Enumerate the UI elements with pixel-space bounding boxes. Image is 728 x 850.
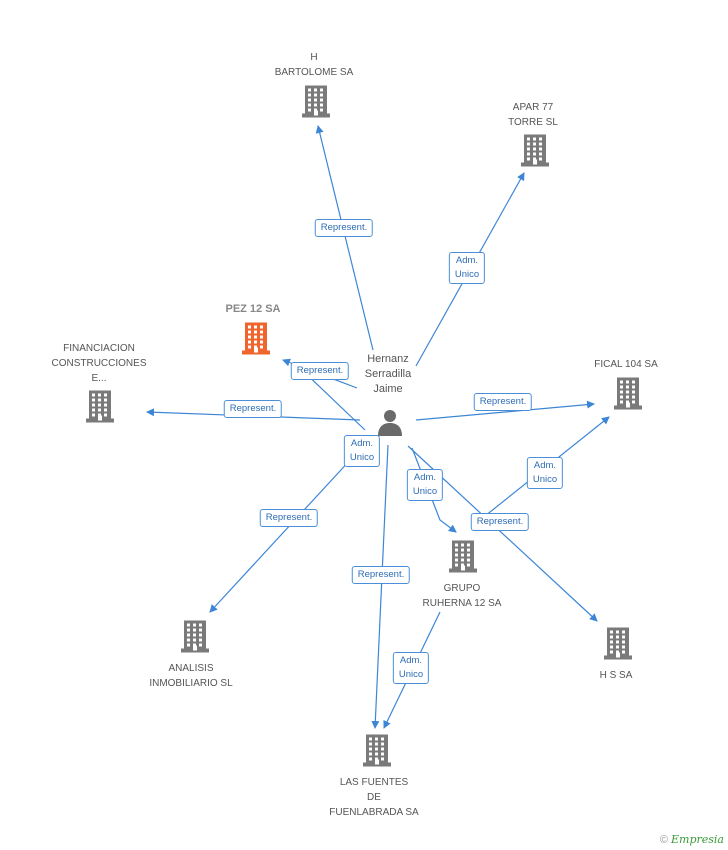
node-label-las-fuentes[interactable]: LAS FUENTES DE FUENLABRADA SA (329, 777, 419, 818)
node-label-grupo-ruherna[interactable]: GRUPO RUHERNA 12 SA (422, 583, 502, 609)
node-financiacion[interactable] (86, 389, 114, 428)
edge-label-e3[interactable]: Represent. (290, 362, 350, 380)
edge-label-e8[interactable]: Adm. Unico (526, 457, 564, 489)
node-label-pez12[interactable]: PEZ 12 SA (225, 303, 281, 315)
node-label-apar77[interactable]: APAR 77 TORRE SL (508, 102, 558, 128)
edge-label-e11[interactable]: Represent. (351, 566, 411, 584)
node-hs[interactable] (604, 626, 632, 665)
edge-label-e12[interactable]: Adm. Unico (392, 652, 430, 684)
edge-label-e1[interactable]: Represent. (314, 219, 374, 237)
person-icon[interactable] (376, 408, 404, 436)
building-icon (86, 390, 114, 423)
building-icon (363, 734, 391, 767)
building-icon (449, 540, 477, 573)
building-icon (302, 85, 330, 118)
edge-line-e6 (415, 400, 595, 421)
building-icon (614, 377, 642, 410)
node-apar77[interactable] (521, 133, 549, 172)
edge-label-e5[interactable]: Adm. Unico (343, 435, 381, 467)
node-h-bartolome[interactable] (302, 84, 330, 123)
edge-label-e9[interactable]: Represent. (470, 513, 530, 531)
node-label-analisis[interactable]: ANALISIS INMOBILIARIO SL (149, 663, 233, 689)
node-las-fuentes[interactable] (363, 733, 391, 772)
copyright-icon: © (659, 834, 668, 846)
edge-label-e4[interactable]: Represent. (223, 400, 283, 418)
edge-label-e2[interactable]: Adm. Unico (448, 252, 486, 284)
building-icon (521, 134, 549, 167)
node-label-h-bartolome[interactable]: H BARTOLOME SA (274, 52, 354, 78)
building-icon (242, 322, 270, 355)
edge-label-e6[interactable]: Represent. (473, 393, 533, 411)
node-label-hs[interactable]: H S SA (599, 670, 633, 681)
edge-line-e1 (315, 125, 374, 351)
edge-line-e10 (209, 457, 353, 613)
edge-label-e7[interactable]: Adm. Unico (406, 469, 444, 501)
edge-line-e11 (371, 444, 389, 729)
brand-logo: Empresia (671, 833, 724, 846)
building-icon (181, 620, 209, 653)
node-grupo-ruherna[interactable] (449, 539, 477, 578)
node-analisis[interactable] (181, 619, 209, 658)
node-pez12[interactable] (242, 321, 270, 360)
node-label-financiacion[interactable]: FINANCIACION CONSTRUCCIONES E... (51, 343, 147, 384)
node-label-fical104[interactable]: FICAL 104 SA (594, 359, 658, 370)
node-fical104[interactable] (614, 376, 642, 415)
edge-label-e10[interactable]: Represent. (259, 509, 319, 527)
footer-brand[interactable]: © Empresia (660, 833, 724, 846)
person-name[interactable]: Hernanz Serradilla Jaime (364, 353, 412, 395)
building-icon (604, 627, 632, 660)
